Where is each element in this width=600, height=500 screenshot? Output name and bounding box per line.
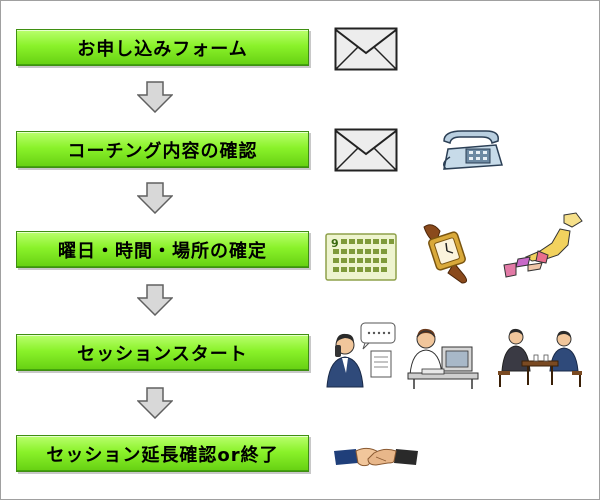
step-label: 曜日・時間・場所の確定 (58, 240, 267, 262)
handshake-icon (334, 447, 418, 467)
operator-at-computer-icon (407, 328, 479, 389)
envelope-icon (334, 27, 398, 71)
step-label: お申し込みフォーム (77, 38, 248, 60)
step-extension-or-end: セッション延長確認or終了 (16, 435, 309, 472)
down-arrow-icon (137, 182, 173, 214)
calendar-icon: 9 (325, 233, 397, 281)
telephone-icon (443, 130, 503, 170)
calendar-month: 9 (331, 237, 339, 250)
japan-map-icon (503, 212, 583, 278)
step-session-start: セッションスタート (16, 334, 309, 371)
step-schedule-confirm: 曜日・時間・場所の確定 (16, 231, 309, 268)
down-arrow-icon (137, 81, 173, 113)
step-coaching-confirm: コーチング内容の確認 (16, 131, 309, 168)
wristwatch-icon (423, 224, 468, 284)
step-application-form: お申し込みフォーム (16, 29, 309, 66)
down-arrow-icon (137, 387, 173, 419)
step-label: コーチング内容の確認 (67, 140, 258, 162)
phone-call-person-icon (326, 322, 396, 388)
step-label: セッションスタート (77, 343, 248, 365)
step-label: セッション延長確認or終了 (46, 444, 279, 466)
envelope-icon (334, 128, 398, 172)
down-arrow-icon (137, 284, 173, 316)
meeting-icon (498, 328, 582, 387)
